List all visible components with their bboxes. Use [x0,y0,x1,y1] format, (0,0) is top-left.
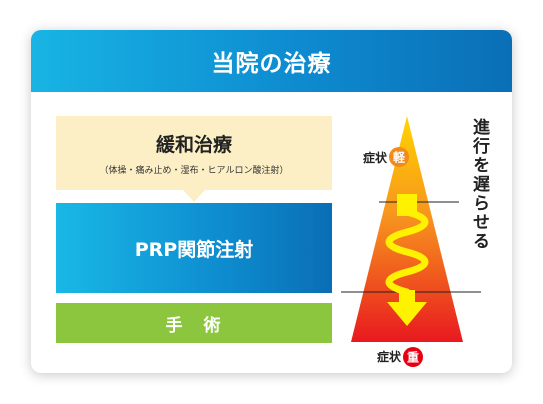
conservative-treatment-title: 緩和治療 [155,134,232,156]
prp-injection-box: PRP関節注射 [56,203,332,293]
severe-badge [403,347,423,367]
surgery-title: 手 術 [165,315,223,336]
severity-pyramid: 症状 軽 症状 重 [341,116,481,367]
surgery-box: 手 術 [56,303,332,343]
mild-badge [389,147,409,167]
progression-arrow [385,194,429,326]
pointer-triangle [183,190,205,202]
slow-progression-label: 進行を遅らせる [469,118,489,251]
prp-injection-title: PRP関節注射 [134,238,254,261]
severe-badge-text: 重 [407,350,419,365]
card-title: 当院の治療 [211,51,332,77]
card-header: 当院の治療 [31,30,512,92]
severe-symptom-label: 症状 [377,349,402,364]
mild-badge-text: 軽 [393,150,406,165]
conservative-treatment-box: 緩和治療 （体操・痛み止め・湿布・ヒアルロン酸注射） [56,116,332,190]
mild-symptom-label: 症状 [363,150,388,165]
conservative-treatment-subtitle: （体操・痛み止め・湿布・ヒアルロン酸注射） [99,166,289,176]
treatment-card: 当院の治療 緩和治療 （体操・痛み止め・湿布・ヒアルロン酸注射） PRP関節注射… [31,30,512,373]
